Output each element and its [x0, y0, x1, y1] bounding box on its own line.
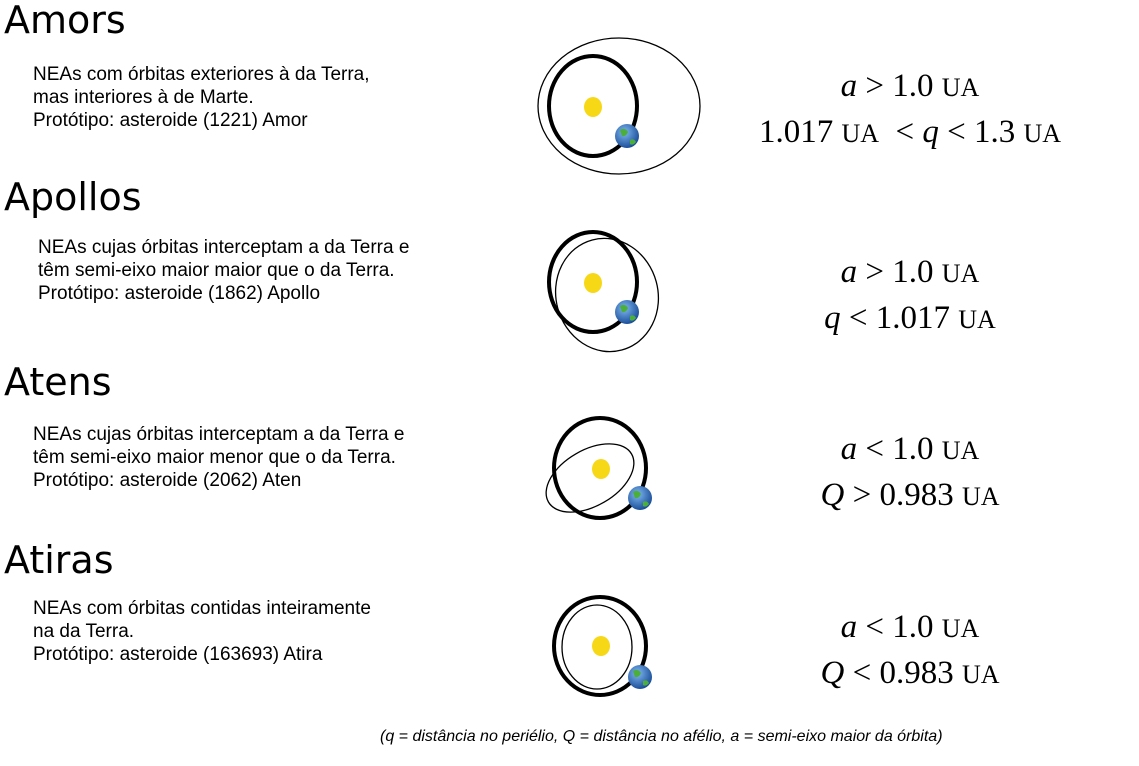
asteroid-orbit	[554, 237, 660, 353]
formula-line-2: q < 1.017 UA	[824, 300, 996, 336]
description-line: NEAs cujas órbitas interceptam a da Terr…	[33, 424, 405, 445]
description-line: Protótipo: asteroide (163693) Atira	[33, 644, 323, 665]
earth-icon	[615, 124, 639, 148]
earth-orbit	[552, 595, 648, 697]
description-line: Protótipo: asteroide (1862) Apollo	[38, 283, 321, 304]
description-line: têm semi-eixo maior maior que o da Terra…	[38, 260, 395, 281]
legend-note: (q = distância no periélio, Q = distânci…	[380, 728, 943, 745]
atiras-heading: Atiras	[4, 538, 114, 582]
apollos-description: NEAs cujas órbitas interceptam a da Terr…	[38, 236, 409, 305]
amors-formula: a > 1.0 UA 1.017 UA < q < 1.3 UA	[700, 64, 1120, 156]
description-line: Protótipo: asteroide (2062) Aten	[33, 470, 302, 491]
description-line: NEAs com órbitas contidas inteiramente	[33, 598, 371, 619]
sun-icon	[592, 459, 610, 479]
asteroid-orbit	[537, 37, 701, 175]
earth-icon	[615, 300, 639, 324]
description-line: mas interiores à de Marte.	[33, 87, 254, 108]
apollos-formula: a > 1.0 UA q < 1.017 UA	[700, 250, 1120, 342]
atens-orbit-diagram	[545, 416, 652, 520]
description-line: Protótipo: asteroide (1221) Amor	[33, 110, 308, 131]
formula-line-2: Q > 0.983 UA	[820, 477, 1000, 513]
amors-orbit-diagram	[537, 37, 701, 175]
description-line: têm semi-eixo maior menor que o da Terra…	[33, 447, 396, 468]
apollos-orbit-diagram	[547, 230, 660, 353]
sun-icon	[584, 97, 602, 117]
description-line: NEAs com órbitas exteriores à da Terra,	[33, 64, 370, 85]
amors-description: NEAs com órbitas exteriores à da Terra, …	[33, 63, 370, 132]
description-line: na da Terra.	[33, 621, 135, 642]
amors-heading: Amors	[4, 0, 126, 42]
asteroid-orbit	[545, 443, 635, 513]
atens-description: NEAs cujas órbitas interceptam a da Terr…	[33, 423, 404, 492]
earth-icon	[628, 665, 652, 689]
atiras-description: NEAs com órbitas contidas inteiramente n…	[33, 597, 371, 666]
formula-line-1: a > 1.0 UA	[840, 68, 980, 104]
description-line: NEAs cujas órbitas interceptam a da Terr…	[38, 237, 410, 258]
formula-line-1: a < 1.0 UA	[840, 431, 980, 467]
formula-line-2: 1.017 UA < q < 1.3 UA	[758, 114, 1062, 150]
formula-line-1: a < 1.0 UA	[840, 609, 980, 645]
earth-orbit	[552, 416, 648, 520]
earth-orbit	[547, 230, 639, 334]
atens-heading: Atens	[4, 360, 112, 404]
sun-icon	[592, 636, 610, 656]
asteroid-orbit	[561, 604, 633, 690]
atiras-formula: a < 1.0 UA Q < 0.983 UA	[700, 605, 1120, 697]
sun-icon	[584, 273, 602, 293]
atiras-orbit-diagram	[552, 595, 652, 697]
formula-line-1: a > 1.0 UA	[840, 254, 980, 290]
earth-icon	[628, 486, 652, 510]
earth-orbit	[547, 54, 639, 158]
apollos-heading: Apollos	[4, 175, 142, 219]
formula-line-2: Q < 0.983 UA	[820, 655, 1000, 691]
atens-formula: a < 1.0 UA Q > 0.983 UA	[700, 427, 1120, 519]
